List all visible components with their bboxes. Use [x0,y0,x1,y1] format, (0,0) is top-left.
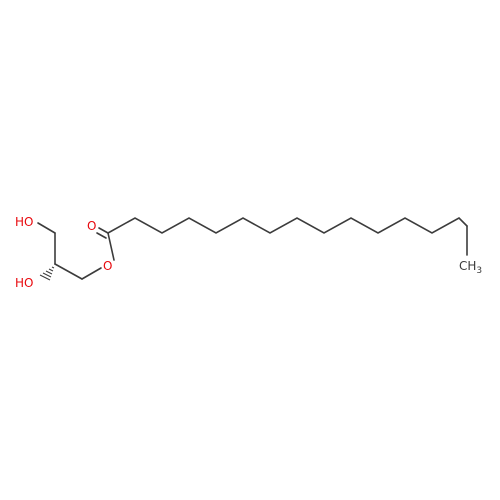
ch3-subscript: 3 [476,266,482,276]
ch3-main: CH [459,259,476,273]
bond-c-ch2 [54,263,83,280]
wedge-hash [42,272,52,278]
wedge-hash [51,266,55,269]
atom-label-o-carbonyl: O [87,219,96,233]
bond-alkyl-chain [107,217,468,234]
bond-carbonyl-double-2 [96,232,107,239]
atom-label-ch3: CH3 [459,259,482,276]
bond-ho-top-c [37,222,56,234]
atom-label-o-ester: O [103,259,112,273]
atom-label-ho-top: HO [15,215,33,229]
wedge-hash [45,270,53,275]
bond-group [37,217,468,280]
wedge-hash [39,274,51,281]
atom-label-ho-bottom: HO [15,276,33,290]
bond-ch2-o-ester [81,267,102,280]
hashed-wedge-bond [39,264,56,281]
wedge-hash [48,268,54,272]
bond-o-ester-carbonyl-c [107,232,115,261]
bond-carbonyl-double-1 [98,227,109,234]
